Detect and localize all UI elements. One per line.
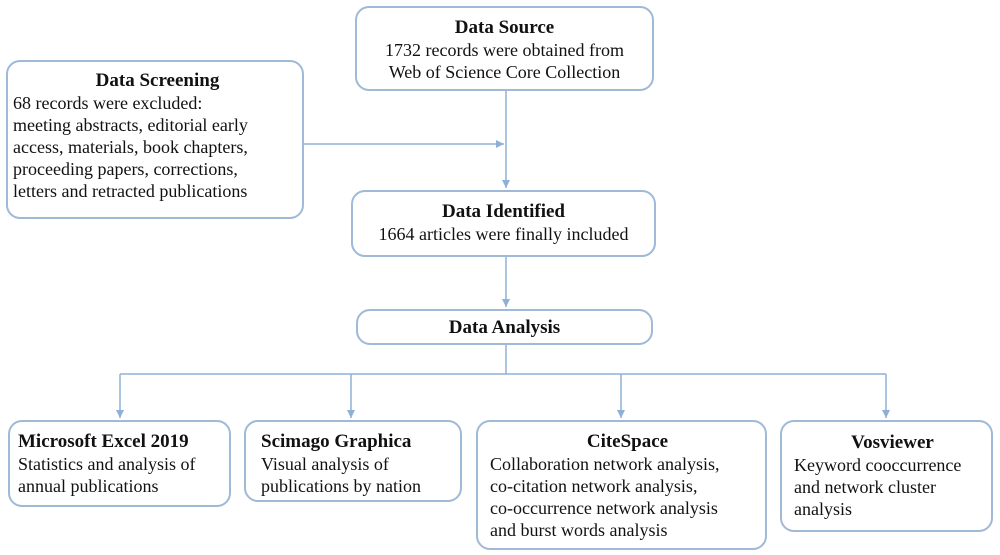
tool-line-citespace-2: co-citation network analysis, bbox=[490, 476, 698, 496]
data-screening-line-4: proceeding papers, corrections, bbox=[13, 159, 238, 179]
data-analysis-title: Data Analysis bbox=[448, 317, 561, 338]
tool-line-citespace-3: co-occurrence network analysis bbox=[490, 498, 718, 518]
data-screening-line-2: meeting abstracts, editorial early bbox=[13, 115, 248, 135]
tool-title-excel: Microsoft Excel 2019 bbox=[18, 431, 189, 452]
tool-title-scimago: Scimago Graphica bbox=[261, 431, 412, 452]
data-source-title: Data Source bbox=[454, 17, 555, 38]
tool-line-excel-1: Statistics and analysis of bbox=[18, 454, 196, 474]
data-source-line-1: 1732 records were obtained from bbox=[385, 40, 624, 60]
data-source-line-2: Web of Science Core Collection bbox=[388, 62, 621, 82]
data-screening-line-3: access, materials, book chapters, bbox=[13, 137, 248, 157]
data-source-box: Data Source 1732 records were obtained f… bbox=[355, 6, 654, 91]
tool-title-citespace: CiteSpace bbox=[586, 431, 669, 452]
tool-line-vosviewer-1: Keyword cooccurrence bbox=[794, 455, 962, 475]
tool-title-vosviewer: Vosviewer bbox=[851, 432, 934, 453]
data-identified-line-1: 1664 articles were finally included bbox=[378, 224, 629, 244]
tool-box-vosviewer: Vosviewer Keyword cooccurrence and netwo… bbox=[780, 420, 993, 532]
data-screening-title: Data Screening bbox=[95, 70, 220, 91]
data-screening-box: Data Screening 68 records were excluded:… bbox=[6, 60, 304, 219]
tool-line-citespace-1: Collaboration network analysis, bbox=[490, 454, 720, 474]
data-identified-box: Data Identified 1664 articles were final… bbox=[351, 190, 656, 257]
data-screening-line-1: 68 records were excluded: bbox=[13, 93, 203, 113]
data-screening-line-5: letters and retracted publications bbox=[13, 181, 248, 201]
tool-box-scimago: Scimago Graphica Visual analysis of publ… bbox=[244, 420, 462, 502]
tool-line-scimago-2: publications by nation bbox=[261, 476, 421, 496]
tool-line-vosviewer-3: analysis bbox=[794, 499, 852, 519]
tool-box-excel: Microsoft Excel 2019 Statistics and anal… bbox=[8, 420, 231, 507]
tool-box-citespace: CiteSpace Collaboration network analysis… bbox=[476, 420, 767, 550]
tool-line-citespace-4: and burst words analysis bbox=[490, 520, 668, 540]
tool-line-scimago-1: Visual analysis of bbox=[261, 454, 389, 474]
data-identified-title: Data Identified bbox=[442, 201, 565, 222]
tool-line-vosviewer-2: and network cluster bbox=[794, 477, 936, 497]
data-analysis-box: Data Analysis bbox=[356, 309, 653, 345]
tool-line-excel-2: annual publications bbox=[18, 476, 159, 496]
